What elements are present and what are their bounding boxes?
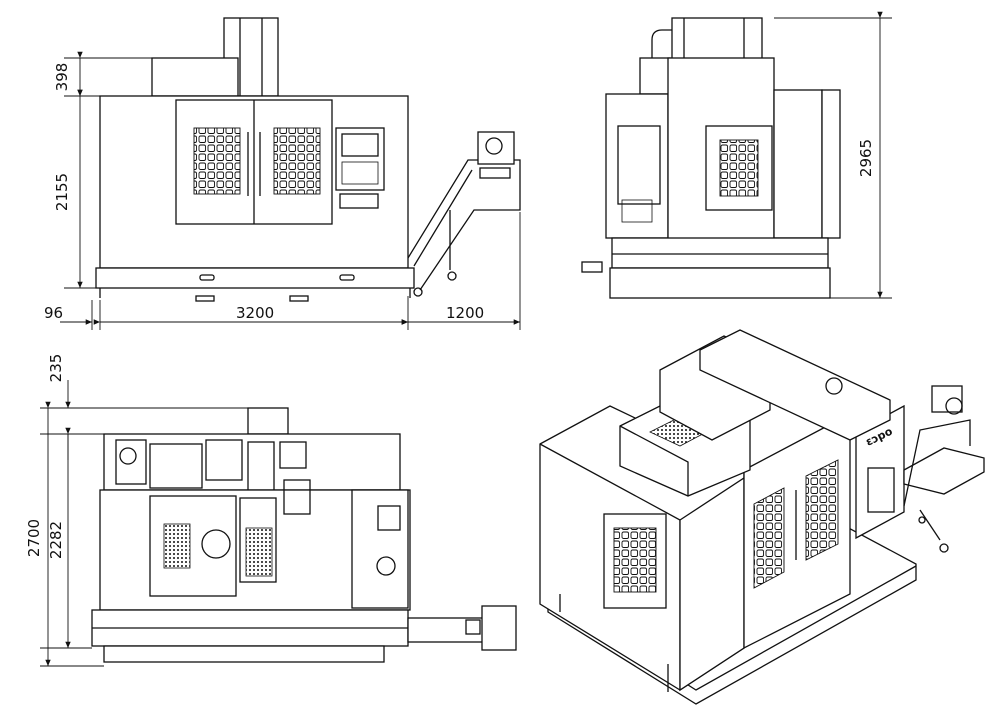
dim-label-front-height: 2155 [53,172,71,212]
dim-label-top-depth-inner: 2282 [47,520,65,560]
side-view [581,11,892,299]
dim-label-front-base-offset: 96 [44,304,64,322]
dim-label-front-conveyor: 1200 [446,304,485,322]
front-view [60,17,521,330]
top-view [40,380,517,667]
dim-label-top-offset: 235 [47,353,65,383]
dim-label-side-height: 2965 [857,138,875,178]
isometric-view: ɛɔpo [539,329,985,705]
dim-label-front-overhead: 398 [53,62,71,92]
dim-label-front-width: 3200 [236,304,275,322]
dim-label-top-depth-total: 2700 [25,518,43,558]
